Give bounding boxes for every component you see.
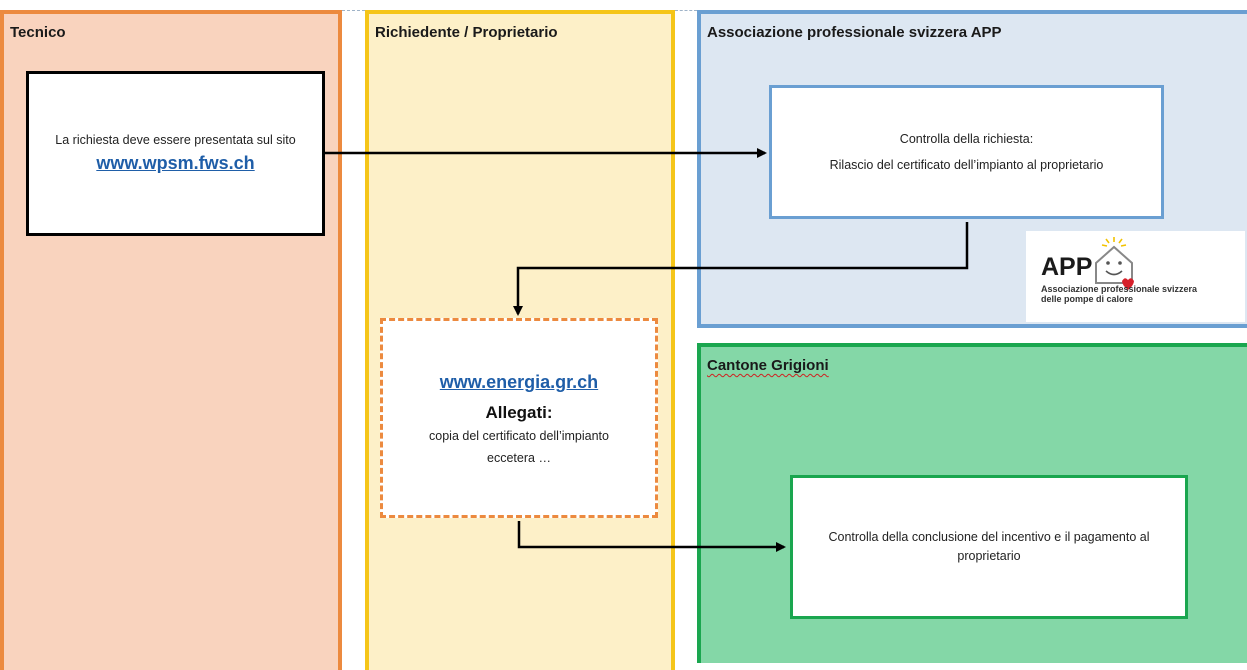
- lane-title-cantone: Cantone Grigioni: [707, 357, 829, 374]
- top-dashed-connector: [675, 10, 697, 11]
- request-text: La richiesta deve essere presentata sul …: [55, 133, 296, 147]
- request-box: La richiesta deve essere presentata sul …: [26, 71, 325, 236]
- app-check-line1: Controlla della richiesta:: [899, 132, 1034, 146]
- house-smiley-icon: [1095, 237, 1134, 290]
- lane-title-tecnico: Tecnico: [10, 24, 66, 41]
- lane-title-app: Associazione professionale svizzera APP: [707, 24, 1002, 41]
- lane-title-richiedente: Richiedente / Proprietario: [375, 24, 558, 41]
- app-logo: APP Associazione professionale svizzera …: [1026, 231, 1245, 322]
- energia-box: www.energia.gr.ch Allegati: copia del ce…: [380, 318, 658, 518]
- logo-line2: delle pompe di calore: [1041, 294, 1134, 304]
- logo-wordmark: APP: [1041, 253, 1093, 281]
- energia-link[interactable]: www.energia.gr.ch: [439, 371, 599, 392]
- app-check-box: Controlla della richiesta: Rilascio del …: [769, 85, 1164, 219]
- logo-line1: Associazione professionale svizzera: [1041, 284, 1198, 294]
- allegati-line2: eccetera …: [487, 450, 551, 465]
- cantone-check-text: Controlla della conclusione del incentiv…: [828, 530, 1150, 563]
- top-dashed-connector: [342, 10, 365, 11]
- wpsm-link[interactable]: www.wpsm.fws.ch: [96, 153, 255, 173]
- cantone-check-box: Controlla della conclusione del incentiv…: [790, 475, 1188, 619]
- app-check-line2: Rilascio del certificato dell’impianto a…: [829, 158, 1104, 172]
- allegati-line1: copia del certificato dell’impianto: [429, 428, 609, 443]
- allegati-heading: Allegati:: [485, 402, 553, 422]
